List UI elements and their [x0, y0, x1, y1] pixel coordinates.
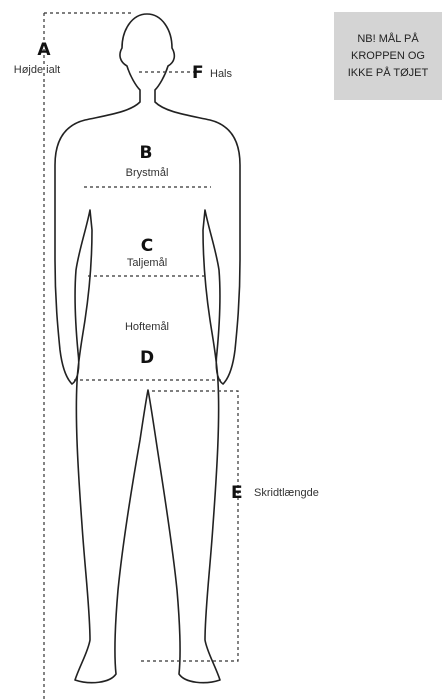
label-hoftemal: Hoftemål [125, 321, 169, 333]
label-taljemal: Taljemål [127, 257, 167, 269]
height-measure-line [43, 12, 132, 700]
letter-e: E [231, 483, 243, 503]
letter-b: B [140, 143, 153, 163]
measurement-note: NB! MÅL PÅ KROPPEN OG IKKE PÅ TØJET [334, 12, 442, 100]
label-hojde-ialt: Højde ialt [14, 64, 60, 76]
letter-c: C [141, 236, 153, 256]
letter-a: A [37, 40, 51, 60]
label-hals: Hals [210, 68, 233, 80]
body-outline [54, 13, 241, 684]
label-brystmal: Brystmål [126, 167, 169, 179]
letter-f: F [192, 63, 204, 83]
letter-d: D [140, 348, 154, 368]
inseam-measure-line [138, 390, 239, 662]
label-skridtlaengde: Skridtlængde [254, 487, 319, 499]
